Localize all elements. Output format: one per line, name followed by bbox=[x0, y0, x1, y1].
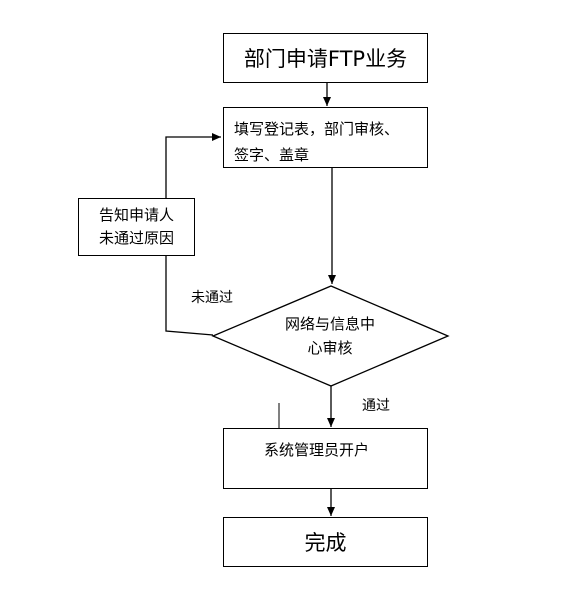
node-notify-line-1: 告知申请人 bbox=[98, 206, 174, 224]
edge-label-pass: 通过 bbox=[362, 398, 390, 414]
edge-label-fail: 未通过 bbox=[191, 290, 233, 306]
node-notify: 告知申请人 未通过原因 bbox=[78, 198, 195, 256]
node-admin: 系统管理员开户 bbox=[223, 428, 428, 489]
node-done-text: 完成 bbox=[304, 531, 347, 555]
node-review-line-2: 心审核 bbox=[307, 339, 353, 357]
node-review-line-1: 网络与信息中 bbox=[284, 315, 375, 333]
node-fill-form-line-1: 填写登记表，部门审核、 bbox=[234, 120, 400, 138]
node-admin-text: 系统管理员开户 bbox=[264, 441, 370, 459]
node-fill-form: 填写登记表，部门审核、 签字、盖章 bbox=[223, 107, 428, 168]
node-review-text: 网络与信息中 心审核 bbox=[260, 312, 400, 360]
node-start-text: 部门申请FTP业务 bbox=[243, 47, 408, 71]
node-start: 部门申请FTP业务 bbox=[223, 33, 428, 83]
node-done: 完成 bbox=[223, 517, 428, 567]
node-fill-form-line-2: 签字、盖章 bbox=[234, 146, 310, 164]
node-notify-line-2: 未通过原因 bbox=[98, 229, 174, 247]
